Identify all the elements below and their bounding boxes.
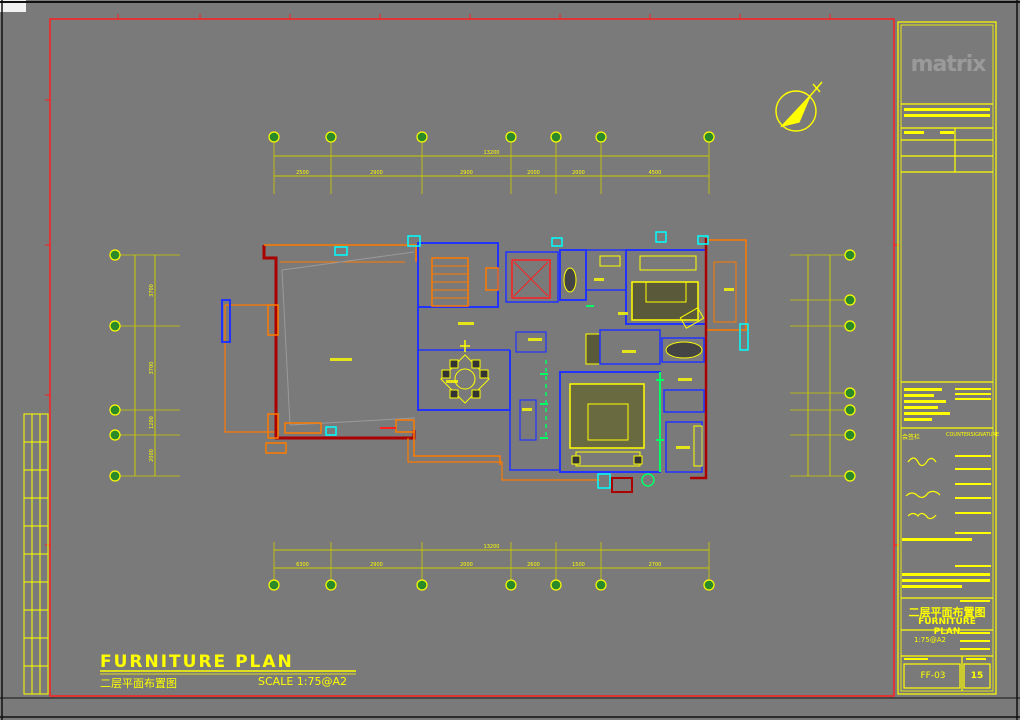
dimension-text: 2600: [527, 562, 540, 568]
countersign-label-en: COUNTERSIGNATURE: [946, 432, 1000, 438]
grid-bubble-icon: [550, 131, 562, 143]
drawing-title: FURNITURE PLAN: [100, 652, 294, 672]
drawing-scale: SCALE 1:75@A2: [258, 675, 347, 688]
dimension-text: 2900: [460, 170, 473, 176]
grid-bubble-icon: [325, 579, 337, 591]
grid-bubble-icon: [595, 131, 607, 143]
north-arrow-icon: [775, 81, 823, 132]
hall-left-window: [221, 299, 231, 343]
sheet-border: [49, 18, 895, 697]
dimension-text: 2000: [460, 562, 473, 568]
dimension-text: 1500: [572, 562, 585, 568]
dimension-text: 2000: [572, 170, 585, 176]
dimension-text: 13200: [484, 150, 500, 156]
hall-wall-red: [262, 245, 416, 440]
dimension-text: 2000: [527, 170, 540, 176]
title-block-frame: [897, 21, 997, 695]
dimension-text: 13200: [484, 544, 500, 550]
left-legend-grid: [23, 413, 49, 695]
grid-bubble-icon: [505, 131, 517, 143]
dimension-text: 2900: [370, 562, 383, 568]
dimension-text: 2500: [296, 170, 309, 176]
dimension-text: 1200: [149, 416, 155, 429]
title-block-text-lines: [902, 108, 991, 660]
company-logo: matrix: [910, 52, 987, 77]
hall-outline-lower: [224, 305, 278, 433]
grid-bubble-icon: [109, 429, 121, 441]
grid-bubble-icon: [844, 320, 856, 332]
grid-bubble-icon: [844, 249, 856, 261]
grid-bubble-icon: [505, 579, 517, 591]
right-closet: [705, 239, 747, 331]
grid-bubble-icon: [325, 131, 337, 143]
title-underline: [100, 670, 356, 675]
title-block-scale: 1:75@A2: [914, 636, 946, 644]
dimension-text: 3700: [149, 362, 155, 375]
grid-bubble-icon: [595, 579, 607, 591]
grid-bubble-icon: [844, 404, 856, 416]
dimension-text: 2700: [649, 562, 662, 568]
grid-bubble-icon: [703, 131, 715, 143]
grid-layer: 13200 2500 2900 2900 2000 2000 4500 13200 6300 29…: [109, 131, 856, 591]
grid-bubble-icon: [109, 470, 121, 482]
grid-bubble-icon: [844, 294, 856, 306]
grid-bubble-icon: [109, 320, 121, 332]
bathtub: [665, 341, 703, 359]
dining-table: [440, 354, 490, 404]
master-bed: [569, 383, 645, 449]
grid-bubble-icon: [844, 429, 856, 441]
drawing-subtitle-cn: 二层平面布置图: [100, 677, 177, 690]
title-block-sheet-number: 15: [970, 671, 984, 681]
grid-bubble-icon: [268, 131, 280, 143]
dimension-text: 6300: [296, 562, 309, 568]
dimension-text: 2000: [149, 449, 155, 462]
dimension-text: 2900: [370, 170, 383, 176]
grid-bubble-icon: [703, 579, 715, 591]
countersign-label-cn: 会签栏: [902, 434, 921, 441]
grid-bubble-icon: [268, 579, 280, 591]
grid-bubble-icon: [844, 387, 856, 399]
title-block-drawing-name-en: FURNITURE PLAN: [918, 617, 976, 637]
dimension-text: 3700: [149, 284, 155, 297]
border-ticks: [45, 14, 899, 546]
grid-bubble-icon: [109, 404, 121, 416]
title-block-drawing-number: FF-03: [920, 671, 946, 681]
grid-bubble-icon: [844, 470, 856, 482]
dimension-text: 4500: [649, 170, 662, 176]
floor-plan: [221, 231, 749, 493]
title-block-drawing-name-cn: 二层平面布置图: [908, 606, 986, 619]
grid-bubble-icon: [109, 249, 121, 261]
grid-bubble-icon: [416, 579, 428, 591]
signatures: [905, 457, 941, 520]
elevator-shaft: [511, 259, 551, 299]
grid-bubble-icon: [550, 579, 562, 591]
grid-bubble-icon: [416, 131, 428, 143]
